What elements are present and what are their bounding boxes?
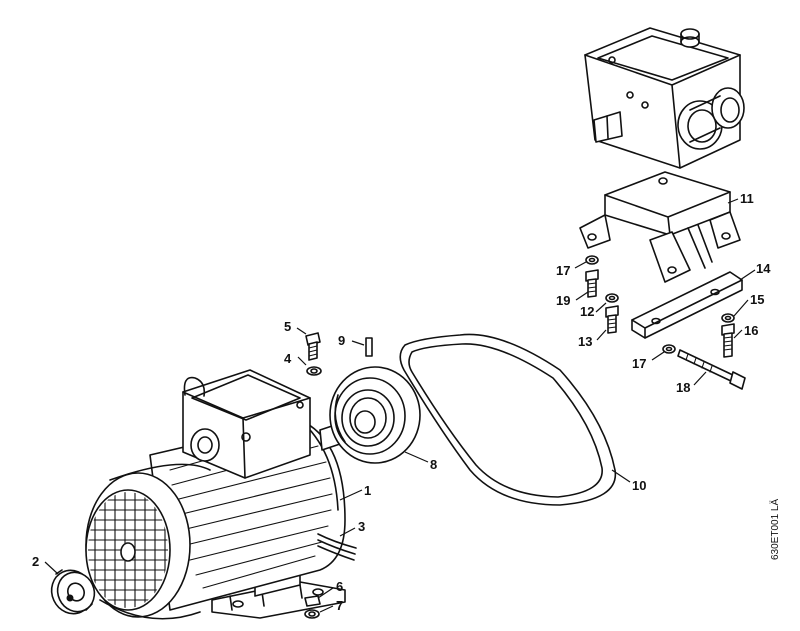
mounting-bracket [579,171,741,283]
leader-lines [44,198,756,613]
callout-2: 2 [32,554,39,569]
callout-9: 9 [338,333,345,348]
bolt-and-washer-4-5 [305,332,322,376]
callout-7: 7 [336,598,343,613]
electric-motor [85,369,357,620]
nut-and-washer-6-7 [304,595,321,619]
fasteners-15-16 [721,313,735,358]
callout-5: 5 [284,319,291,334]
key-pin-9 [365,337,373,357]
flat-bar [631,271,743,339]
fasteners-12-13-17-19 [585,255,619,334]
callout-18: 18 [676,380,690,395]
v-belt [399,333,617,506]
callout-1: 1 [364,483,371,498]
callout-14: 14 [756,261,771,276]
callout-17-upper: 17 [556,263,570,278]
callout-labels: 1 2 3 4 5 6 7 8 9 10 11 12 13 14 15 16 1… [32,191,771,613]
callout-4: 4 [284,351,292,366]
callout-10: 10 [632,478,646,493]
bearing-ring [50,569,96,615]
washer-and-long-bolt-17-18 [662,344,746,390]
callout-6: 6 [336,579,343,594]
callout-15: 15 [750,292,764,307]
v-belt-pulley [329,366,421,464]
angle-gearbox [584,27,745,169]
document-reference: 630ET001 LÄ [770,498,781,560]
callout-17-lower: 17 [632,356,646,371]
callout-8: 8 [430,457,437,472]
callout-3: 3 [358,519,365,534]
callout-12: 12 [580,304,594,319]
callout-16: 16 [744,323,758,338]
callout-11: 11 [740,191,754,206]
callout-19: 19 [556,293,570,308]
callout-13: 13 [578,334,592,349]
